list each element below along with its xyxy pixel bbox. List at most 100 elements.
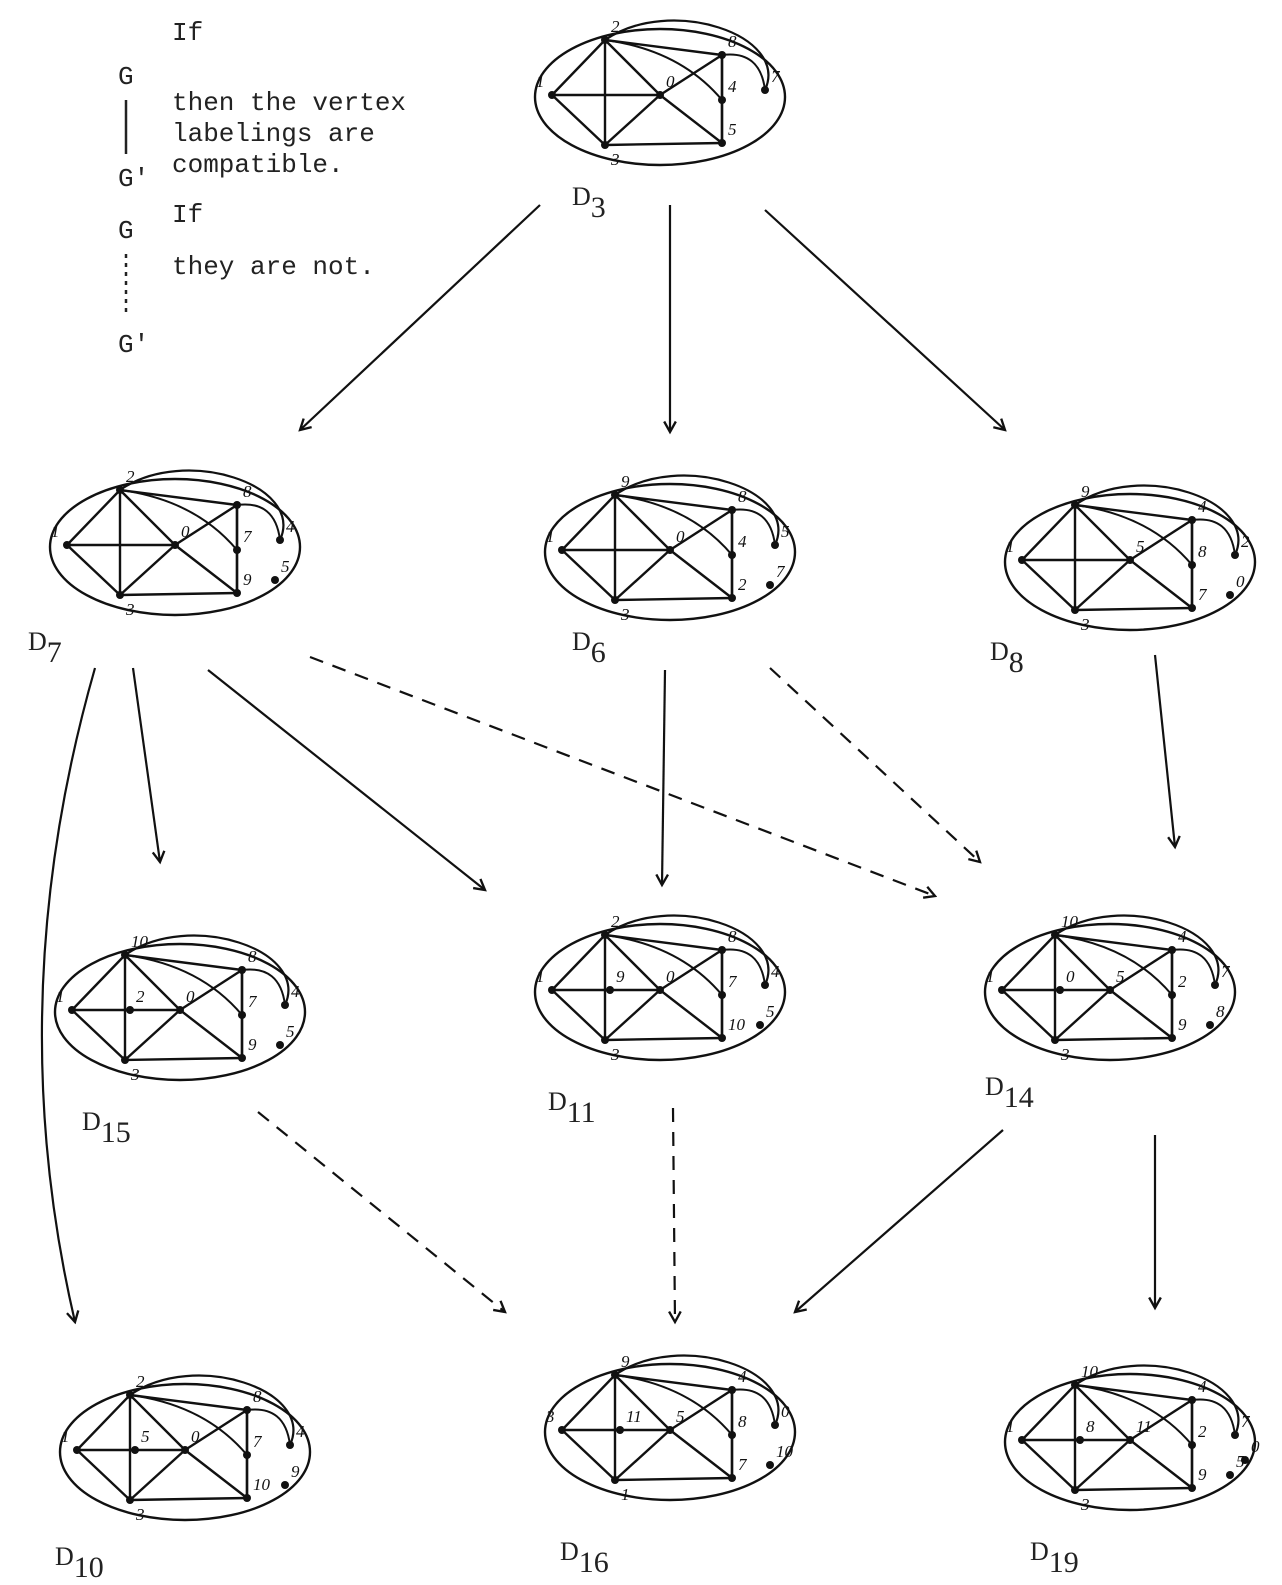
vertex-label: 4 <box>771 962 780 981</box>
diagram-label-subscript: 15 <box>101 1116 131 1149</box>
outer-arc <box>1054 914 1220 986</box>
graph-edge <box>551 934 606 991</box>
diagram-label: D11 <box>548 1087 596 1129</box>
edges-layer <box>40 204 1175 1322</box>
graph-edge <box>76 1394 131 1451</box>
outer-loop <box>533 27 787 167</box>
graph-edge <box>1054 989 1111 1041</box>
graph-edge <box>561 1429 616 1481</box>
outer-loop <box>58 1382 312 1522</box>
vertex-label: 3 <box>610 1045 620 1064</box>
vertex-label: 0 <box>181 522 190 541</box>
graph-arc <box>1191 518 1236 556</box>
graph-edge <box>1021 559 1076 611</box>
vertex-label: 2 <box>1241 532 1250 551</box>
vertex <box>1051 931 1059 939</box>
graph-edge <box>659 94 723 144</box>
graph-edge <box>1054 934 1111 991</box>
vertex <box>68 1006 76 1014</box>
nodes-layer: 12308457D3123087945D7193084257D619354872… <box>28 17 1260 1584</box>
diagram-label-subscript: 16 <box>579 1546 609 1579</box>
vertex <box>181 1446 189 1454</box>
graph-edge <box>1001 934 1056 991</box>
outer-arc <box>614 474 780 546</box>
vertex-label: 7 <box>243 527 253 546</box>
diagram-label: D3 <box>572 182 606 224</box>
outer-arc <box>119 469 285 541</box>
vertex-label: 2 <box>738 575 747 594</box>
vertex <box>601 1036 609 1044</box>
graph-edge <box>1021 1384 1076 1441</box>
vertex-label: 10 <box>1061 912 1079 931</box>
legend-gp-2: G' <box>118 330 150 360</box>
graph-edge <box>174 544 238 594</box>
vertex <box>1231 1431 1239 1439</box>
vertex <box>126 1006 134 1014</box>
diagram-label: D6 <box>572 627 606 669</box>
vertex <box>761 981 769 989</box>
legend-g-2: G <box>118 216 134 246</box>
vertex <box>1076 1436 1084 1444</box>
vertex <box>1211 981 1219 989</box>
vertex <box>1188 1484 1196 1492</box>
graph-edge <box>1074 559 1131 611</box>
graph-edge <box>604 1036 723 1042</box>
vertex <box>1168 1034 1176 1042</box>
vertex-label: 0 <box>1066 967 1075 986</box>
graph-edge <box>659 53 723 97</box>
vertex-label: 9 <box>1198 1465 1207 1484</box>
vertex <box>243 1451 251 1459</box>
vertex <box>1071 606 1079 614</box>
diagram-label: D15 <box>82 1107 131 1149</box>
graph-edge <box>66 489 121 546</box>
vertex-label: 1 <box>536 967 545 986</box>
vertex-label: 4 <box>1178 927 1187 946</box>
vertex <box>286 1441 294 1449</box>
vertex <box>1188 1441 1196 1449</box>
vertex <box>611 491 619 499</box>
diagram-label: D19 <box>1030 1537 1079 1579</box>
legend-text-compatible: then the vertex labelings are compatible… <box>172 88 407 180</box>
outer-loop <box>543 1362 797 1502</box>
vertex-label: 4 <box>1198 1377 1207 1396</box>
vertex-label: 8 <box>248 947 257 966</box>
outer-arc <box>1074 484 1240 556</box>
outer-arc <box>124 934 290 1006</box>
vertex <box>616 1426 624 1434</box>
vertex <box>1188 604 1196 612</box>
vertex-label: 5 <box>141 1427 150 1446</box>
vertex <box>233 546 241 554</box>
vertex-label: 2 <box>136 1372 145 1391</box>
graph-edge <box>669 1388 733 1432</box>
vertex-label: 1 <box>536 72 545 91</box>
diagram-label-letter: D <box>28 627 47 656</box>
graph-edge <box>119 544 176 596</box>
outer-loop <box>983 922 1237 1062</box>
vertex <box>756 1021 764 1029</box>
vertex <box>1168 946 1176 954</box>
graph-edge <box>174 503 238 547</box>
vertex-label: 3 <box>130 1065 140 1084</box>
vertex-label: 8 <box>243 482 252 501</box>
vertex-label: 1 <box>51 522 60 541</box>
vertex-label: 9 <box>248 1035 257 1054</box>
vertex <box>601 141 609 149</box>
diagram-label: D16 <box>560 1537 609 1579</box>
vertex-label: 9 <box>291 1462 300 1481</box>
vertex-label: 0 <box>191 1427 200 1446</box>
graph-edge <box>551 39 606 96</box>
graph-edge <box>124 1009 181 1061</box>
arrow-d3-to-d8 <box>764 209 1005 430</box>
legend: If G G' then the vertex labelings are co… <box>118 18 448 368</box>
vertex <box>276 536 284 544</box>
graph-edge <box>561 1374 616 1431</box>
vertex <box>281 1001 289 1009</box>
graph-arc <box>1074 504 1193 566</box>
vertex <box>611 1371 619 1379</box>
diagram-label-letter: D <box>560 1537 579 1566</box>
legend-if-2: If <box>172 200 204 230</box>
